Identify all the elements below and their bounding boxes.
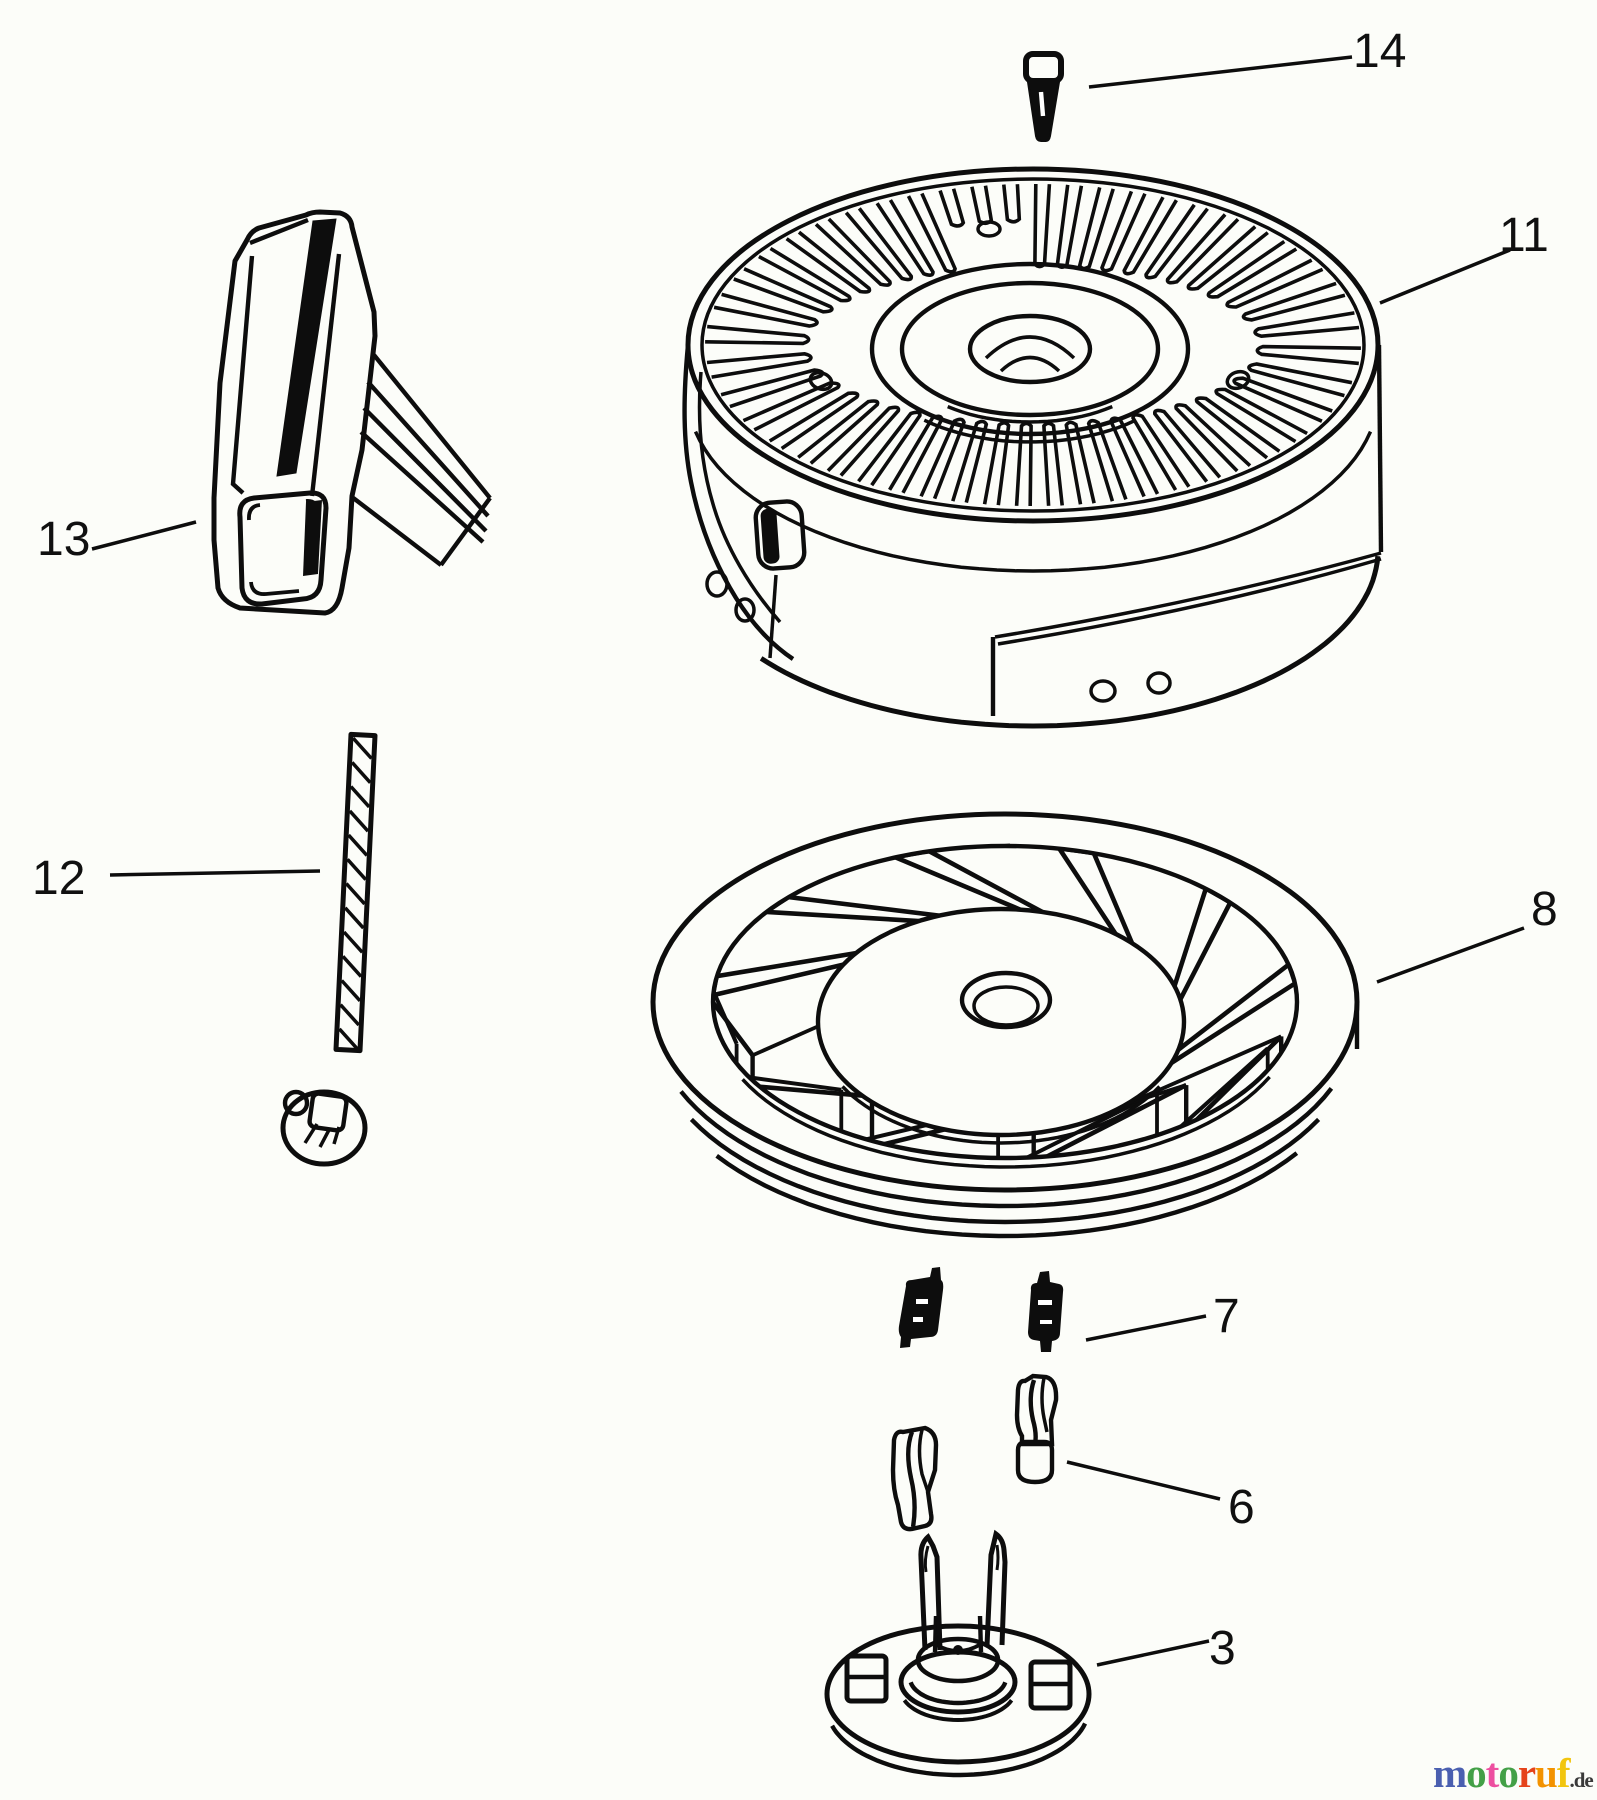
- svg-text:3: 3: [1209, 1622, 1236, 1675]
- svg-text:motoruf.de: motoruf.de: [1433, 1750, 1593, 1796]
- svg-text:6: 6: [1228, 1481, 1255, 1534]
- svg-text:14: 14: [1353, 25, 1406, 78]
- svg-text:8: 8: [1531, 883, 1558, 936]
- svg-text:13: 13: [37, 513, 90, 566]
- svg-text:11: 11: [1499, 209, 1549, 262]
- svg-text:7: 7: [1213, 1290, 1240, 1343]
- svg-text:12: 12: [32, 852, 85, 905]
